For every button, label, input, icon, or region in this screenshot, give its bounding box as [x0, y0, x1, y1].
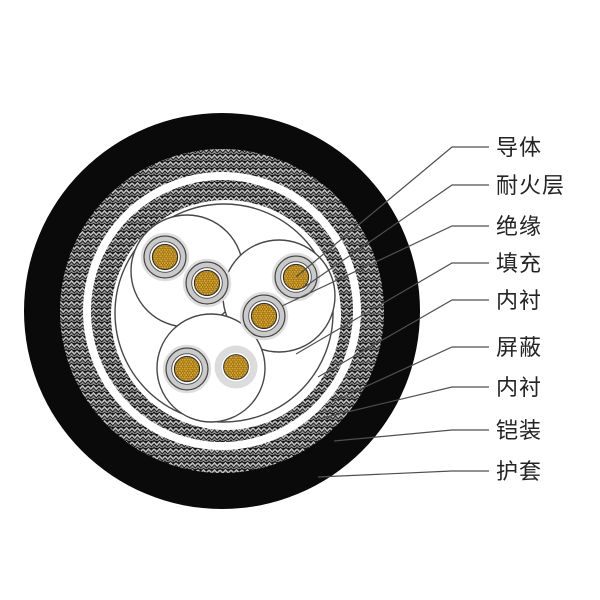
leader-line-filling: [295, 262, 489, 355]
layer-label-filling: 填充: [496, 251, 542, 276]
layer-label-fire-layer: 耐火层: [496, 173, 565, 198]
core-conductor: [173, 355, 201, 383]
core-conductor: [223, 354, 249, 380]
core-halo: [140, 232, 190, 282]
leader-line-fire-layer: [302, 184, 489, 289]
leader-line-armor: [333, 429, 489, 442]
core-halo: [182, 258, 232, 308]
leader-line-sheath: [317, 470, 489, 478]
leader-line-inner-liner: [317, 299, 489, 378]
layer-label-armor: 铠装: [496, 418, 542, 443]
layer-label-shield: 屏蔽: [496, 335, 542, 360]
core-conductor: [151, 243, 179, 271]
core-conductor: [193, 269, 221, 297]
leader-line-insulation: [281, 225, 489, 307]
layer-label-sheath: 护套: [496, 459, 542, 484]
layer-label-inner-liner: 内衬: [496, 288, 542, 313]
leader-line-shield: [331, 346, 489, 403]
layer-label-conductor: 导体: [496, 135, 542, 160]
layer-label-insulation: 绝缘: [496, 214, 542, 239]
layer-label-inner-liner-2: 内衬: [496, 375, 542, 400]
core-halo: [239, 291, 289, 341]
core-halo: [162, 344, 212, 394]
leader-line-conductor: [295, 146, 489, 278]
core-conductor: [250, 302, 278, 330]
leader-line-inner-liner-2: [321, 386, 489, 419]
